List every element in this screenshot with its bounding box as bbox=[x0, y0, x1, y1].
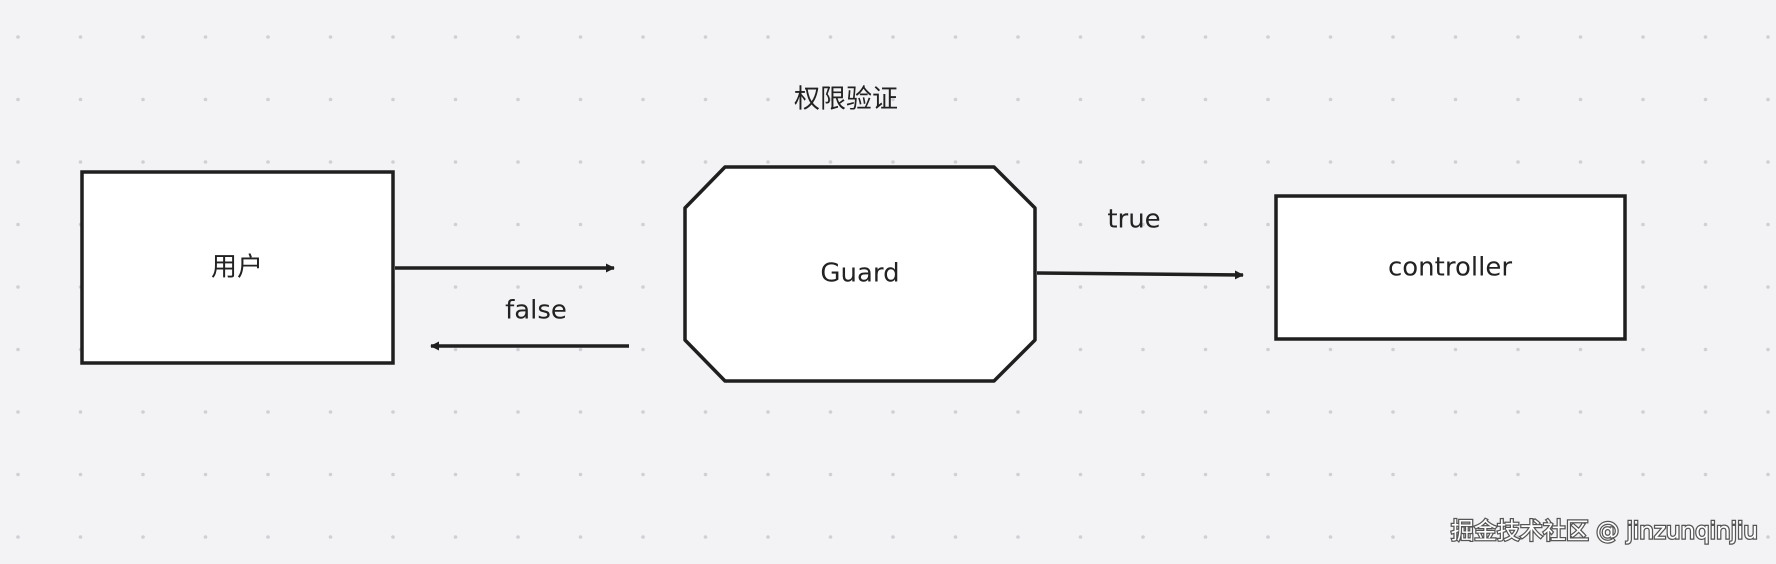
edge-guard-to-controller[interactable] bbox=[1036, 270, 1244, 280]
controller-box bbox=[1274, 194, 1627, 341]
watermark-text: 掘金技术社区 @ jinzunqinjiu bbox=[1451, 519, 1758, 545]
edge-true-label: true bbox=[1107, 205, 1160, 235]
edge-false-label: false bbox=[505, 296, 567, 326]
controller-label: controller bbox=[1388, 253, 1512, 283]
user-box bbox=[80, 170, 395, 365]
node-user[interactable]: 用户 bbox=[80, 170, 395, 365]
guard-octagon bbox=[683, 165, 1037, 383]
user-label: 用户 bbox=[211, 253, 263, 283]
node-guard[interactable]: Guard bbox=[683, 165, 1037, 383]
diagram-title: 权限验证 bbox=[794, 85, 898, 115]
node-controller[interactable]: controller bbox=[1274, 194, 1627, 341]
guard-label: Guard bbox=[820, 259, 899, 289]
